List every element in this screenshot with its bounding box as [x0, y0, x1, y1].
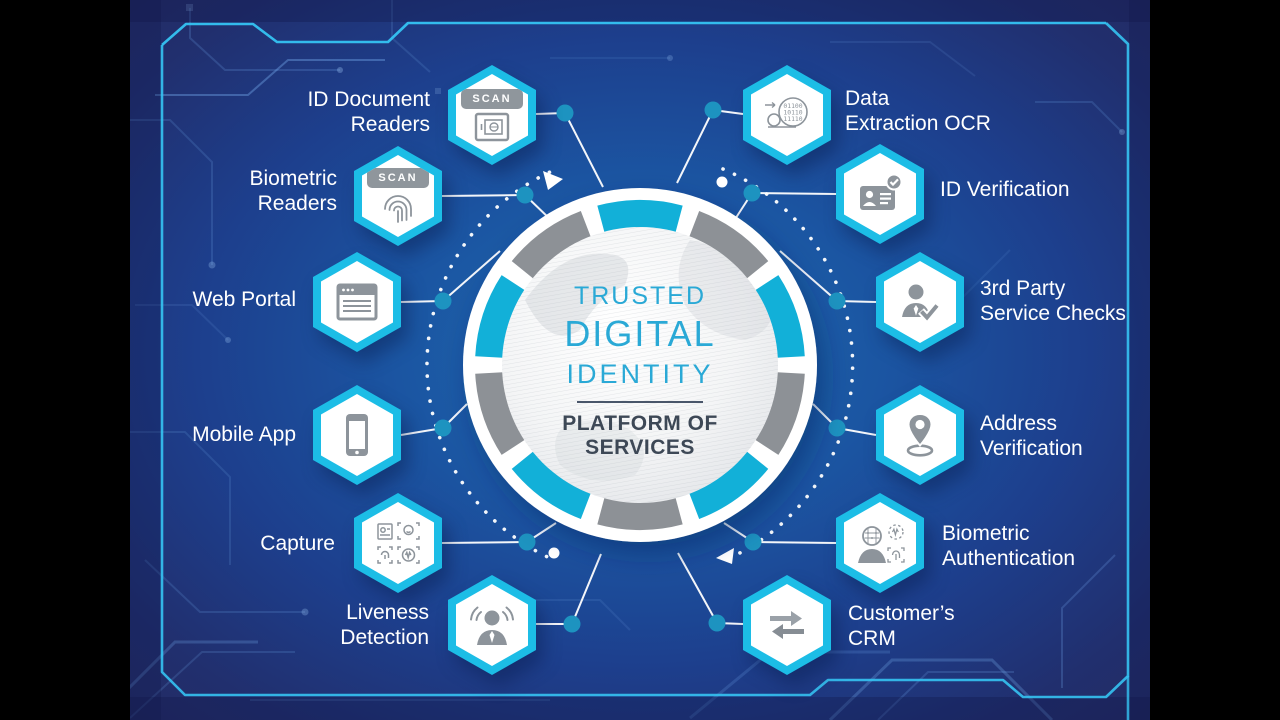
map-pin-icon [906, 412, 934, 457]
fingerprint-scanner-icon [384, 194, 412, 223]
label-biometric-authentication: Biometric Authentication [942, 522, 1076, 570]
label-data-extraction-ocr: Data Extraction OCR [845, 87, 991, 135]
person-biometrics-icon [858, 524, 905, 563]
label-address-verification: Address Verification [980, 412, 1083, 460]
subtitle-services: SERVICES [585, 436, 695, 460]
label-mobile-app: Mobile App [192, 423, 296, 446]
title-digital: DIGITAL [564, 313, 716, 354]
label-id-verification: ID Verification [940, 178, 1070, 201]
hex-id-document-readers: SCAN [448, 65, 536, 165]
label-liveness-detection: Liveness Detection [340, 601, 429, 649]
hex-biometric-authentication [836, 493, 924, 593]
center-title-block: TRUSTED DIGITAL IDENTITY PLATFORM OF SER… [540, 282, 740, 461]
arc-start-dot [548, 547, 560, 559]
diagram-layer [400, 101, 877, 633]
ring-segment [475, 371, 527, 455]
id-card-check-icon [860, 173, 903, 210]
label-capture: Capture [260, 532, 335, 555]
ring-segment [511, 449, 592, 520]
scan-badge: SCAN [367, 167, 429, 188]
label-biometric-readers: Biometric Readers [249, 167, 337, 215]
hex-capture [354, 493, 442, 593]
dotted-flow-arcs [425, 167, 855, 563]
capture-grid-icon [377, 522, 420, 564]
title-divider [577, 401, 703, 403]
binary-row: 10110 [783, 109, 802, 117]
hex-web-portal [313, 252, 401, 352]
ring-segment [753, 371, 805, 455]
globe-texture [502, 227, 778, 503]
subtitle-platform-of: PLATFORM OF [562, 412, 718, 435]
exchange-arrows-icon [770, 611, 804, 639]
connector-dots [434, 101, 846, 633]
label-web-portal: Web Portal [192, 288, 297, 311]
arrow-up-right-icon [543, 171, 563, 190]
title-identity: IDENTITY [566, 359, 714, 389]
hex-address-verification [876, 385, 964, 485]
ring-segment [475, 275, 527, 359]
browser-window-icon [336, 283, 378, 321]
label-third-party-service-checks: 3rd Party Service Checks [980, 277, 1126, 325]
binary-row: 11110 [783, 115, 802, 123]
document-scanner-icon [474, 112, 510, 141]
scan-badge: SCAN [461, 88, 523, 109]
hex-data-extraction-ocr: 01100 10110 11110 [743, 65, 831, 165]
ring-segment [597, 495, 683, 530]
circuit-dots [186, 4, 1125, 616]
ocr-binary-icon: 01100 10110 11110 [765, 97, 808, 128]
arrow-down-left-icon [716, 548, 734, 564]
person-check-icon [902, 284, 942, 323]
infographic-canvas: TRUSTED DIGITAL IDENTITY PLATFORM OF SER… [130, 0, 1150, 720]
background-layer [130, 0, 1150, 720]
ring-segment [597, 200, 683, 235]
arc-start-dot [716, 176, 728, 188]
title-trusted: TRUSTED [573, 282, 707, 310]
flow-arrowheads [543, 171, 734, 564]
hud-frame [160, 21, 1130, 720]
hex-liveness-detection [448, 575, 536, 675]
hex-biometric-readers: SCAN [354, 146, 442, 246]
binary-row: 01100 [783, 102, 802, 110]
hex-mobile-app [313, 385, 401, 485]
hex-third-party-service-checks [876, 252, 964, 352]
ring-segment [511, 210, 592, 281]
ring-segment [688, 210, 769, 281]
smartphone-icon [346, 414, 368, 456]
label-customers-crm: Customer’s CRM [848, 602, 955, 650]
frame-outer-shading [130, 0, 1150, 720]
person-waves-icon [470, 606, 514, 645]
ring-segment [753, 275, 805, 359]
ring-segment [688, 449, 769, 520]
hex-customers-crm [743, 575, 831, 675]
label-id-document-readers: ID Document Readers [307, 88, 430, 136]
hex-id-verification [836, 144, 924, 244]
segmented-ring [475, 200, 805, 530]
